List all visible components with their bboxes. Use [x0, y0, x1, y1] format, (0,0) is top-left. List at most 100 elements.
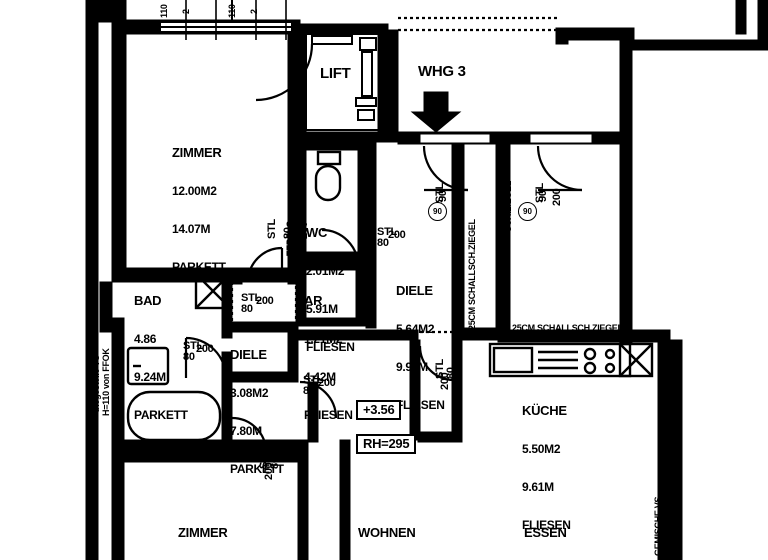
door-label-bad: STL 80	[172, 330, 203, 374]
wall-right-upper	[619, 143, 633, 345]
wall-essen-left-v	[451, 339, 463, 441]
room-name: KÜCHE	[522, 403, 567, 418]
room-essen: ESSEN 11.42M2 13.57M PARKETT	[524, 500, 578, 560]
room-floor: FLIESEN	[522, 518, 571, 532]
room-perimeter: 4.42M	[304, 370, 336, 384]
wall-note-terzug: TERZUG	[285, 220, 295, 256]
wall-hall-bottom-v	[307, 381, 319, 443]
kitchen-casework	[488, 342, 654, 378]
room-perimeter: 7.80M	[230, 424, 262, 438]
door-type: STL	[377, 226, 397, 238]
room-perimeter: 9.24M	[134, 370, 166, 384]
room-height-marker: RH=295	[356, 434, 417, 454]
wall-hall-bottom-h	[297, 329, 419, 341]
wall-note-vertical-mid: 25CM SCHALLSCH.ZIEGEL	[467, 219, 477, 330]
door-height: 200	[298, 221, 310, 239]
wall-ar-right	[355, 261, 367, 327]
room-name: ZIMMER	[172, 145, 222, 160]
door-width: 80	[241, 303, 253, 315]
room-diele-left: DIELE 3.08M2 7.80M PARKETT	[230, 322, 284, 501]
wall-note-right-edge: SCHALLSCH.ZIEGEL	[669, 474, 679, 560]
room-area: 4.86	[134, 332, 157, 346]
windows-top	[159, 0, 293, 34]
wall-top-h	[555, 27, 635, 41]
door-label-wc: STL 80	[366, 216, 397, 260]
room-area: 5.64M2	[396, 322, 435, 336]
room-floor: PARKETT	[230, 462, 284, 476]
room-zimmer-top: ZIMMER 12.00M2 14.07M PARKETT	[172, 120, 226, 299]
room-area: 12.00M2	[172, 184, 217, 198]
door-label-entry-h: 200	[451, 188, 463, 206]
room-ar: AR 1.21M2 4.42M FLIESEN	[304, 268, 353, 447]
wall-note-horizontal: 25CM SCHALLSCH.ZIEGEL	[512, 323, 623, 333]
door-label-bad-h: 200	[196, 343, 214, 355]
room-name: WC	[306, 225, 328, 240]
room-floor: FLIESEN	[304, 408, 353, 422]
room-area: 5.50M2	[522, 442, 561, 456]
wall-wohnen-left2	[339, 439, 351, 560]
door-tag-circle-2: 90	[518, 202, 537, 221]
door-label-neighbor-w: 90	[537, 190, 549, 202]
door-swings	[184, 43, 583, 453]
door-width: 80	[183, 351, 195, 363]
wall-lift-bottom	[295, 131, 389, 143]
wall-note-sch-ziegel: SCH.ZIEGEL	[503, 180, 513, 232]
wall-bad-right-upper	[221, 281, 233, 339]
door-label-diele-left: STL 80	[230, 282, 261, 326]
door-label-kueche-h: 200	[439, 372, 451, 390]
wall-far-right-edge	[757, 0, 768, 43]
room-perimeter: 5.91M	[306, 302, 338, 316]
door-type: STL	[303, 374, 323, 386]
door-label-ar-h: 200	[318, 377, 336, 389]
wall-bad-left-notch	[99, 281, 113, 333]
door-label-wc-h: 200	[388, 229, 406, 241]
wall-bad-left	[111, 317, 125, 560]
room-floor: FLIESEN	[306, 340, 355, 354]
room-name: ZIMMER	[178, 525, 228, 540]
wall-schallschutz-vertical	[495, 139, 511, 341]
wall-diele-bottom-r	[451, 327, 509, 341]
door-width: 80	[303, 385, 315, 397]
room-perimeter: 14.07M	[172, 222, 211, 236]
floor-level-marker: +3.56	[356, 400, 402, 420]
bathroom-fixtures	[126, 272, 232, 442]
dashed-lines	[230, 16, 560, 334]
room-diele-main: DIELE 5.64M2 9.96M FLIESEN	[396, 258, 445, 437]
wall-zimmer-bot-top	[111, 451, 303, 463]
room-area: 3.08M2	[230, 386, 269, 400]
room-name: BAD	[134, 293, 162, 308]
door-label-entry-w: 90	[437, 190, 449, 202]
door-type: STL	[241, 292, 261, 304]
bathtub	[126, 390, 222, 442]
door-label-zimmer-bot-h: 200	[263, 462, 275, 480]
wall-left-inner	[111, 19, 127, 283]
opening-neighbor-door	[529, 133, 593, 144]
door-label-neighbor-h: 200	[551, 188, 563, 206]
room-name: AR	[304, 293, 323, 308]
opening-entry-door	[419, 133, 491, 144]
wall-far-right-top	[631, 39, 768, 51]
door-label-ar: STL 80	[292, 364, 323, 408]
room-name: DIELE	[396, 283, 433, 298]
wall-lift-top	[295, 23, 389, 35]
room-name: WOHNEN	[358, 525, 416, 540]
door-tag-circle-1: 90	[428, 202, 447, 221]
lift-machinery	[305, 33, 381, 131]
wall-left-top-stub	[97, 0, 127, 23]
room-wc: WC 2.01M2 5.91M FLIESEN	[306, 200, 355, 379]
wall-entry-right-v	[619, 39, 633, 145]
door-label-diele-left-h: 200	[256, 295, 274, 307]
room-floor: FLIESEN	[396, 398, 445, 412]
wall-diele-l-bottom	[231, 371, 299, 383]
wall-note-right-gemische: GEMISCHE VS	[653, 496, 663, 556]
room-bad: BAD 4.86 9.24M PARKETT	[134, 268, 188, 447]
window-tag-2-height: 2	[249, 9, 259, 14]
room-area: 1.21M2	[304, 332, 343, 346]
door-type: STL	[183, 340, 203, 352]
lift-label: LIFT	[320, 65, 351, 82]
door-width: 80	[377, 237, 389, 249]
window-tag-1-width: 110	[159, 4, 169, 18]
wall-note-left-biege: biegestelle VS	[91, 355, 101, 412]
wall-far-right-edge2	[735, 0, 747, 35]
